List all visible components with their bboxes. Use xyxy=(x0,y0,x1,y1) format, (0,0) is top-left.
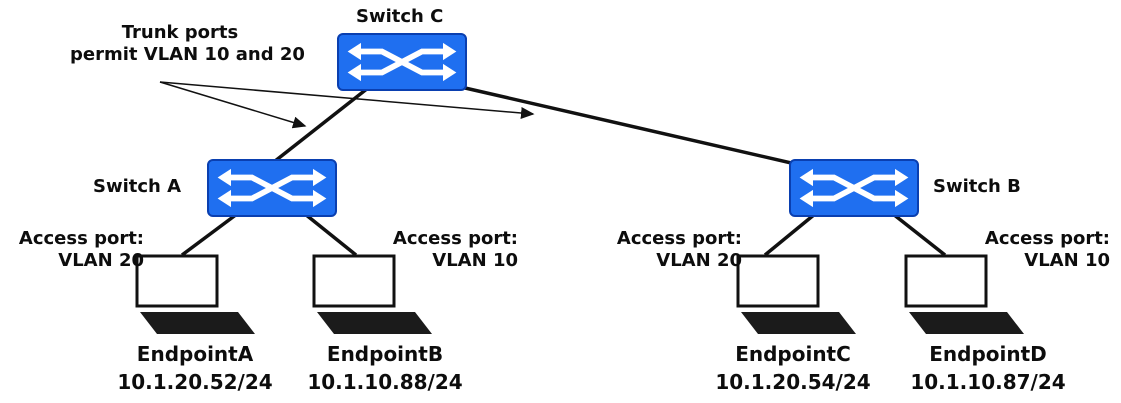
switch-a-icon xyxy=(207,159,337,217)
annotation-pointer-b xyxy=(159,81,535,119)
endpoint-c-label: EndpointC 10.1.20.54/24 xyxy=(693,343,893,393)
trunk-annotation-line1: Trunk ports xyxy=(121,22,239,43)
access-port-a-label: Access port: VLAN 20 xyxy=(14,228,144,272)
laptop-b-icon xyxy=(312,254,432,334)
access-link-a xyxy=(180,212,239,257)
access-link-b xyxy=(303,212,358,257)
endpoint-b-name: EndpointB xyxy=(326,342,444,366)
laptop-d-icon xyxy=(904,254,1024,334)
switch-b-label: Switch B xyxy=(933,176,1021,197)
annotation-pointer-a xyxy=(159,81,307,129)
switch-c-icon xyxy=(337,33,467,91)
access-port-b-line2: VLAN 10 xyxy=(432,250,518,271)
access-port-d-line1: Access port: xyxy=(984,228,1110,249)
endpoint-a-ip: 10.1.20.52/24 xyxy=(117,370,273,394)
laptop-c-icon xyxy=(736,254,856,334)
access-port-a-line1: Access port: xyxy=(18,228,144,249)
laptop-a-icon xyxy=(135,254,255,334)
access-port-d-line2: VLAN 10 xyxy=(1024,250,1110,271)
access-link-d xyxy=(891,212,947,257)
endpoint-b-ip: 10.1.10.88/24 xyxy=(307,370,463,394)
access-port-c-label: Access port: VLAN 20 xyxy=(612,228,742,272)
endpoint-d-label: EndpointD 10.1.10.87/24 xyxy=(888,343,1088,393)
access-port-b-line1: Access port: xyxy=(392,228,518,249)
access-link-c xyxy=(763,212,817,257)
endpoint-a-name: EndpointA xyxy=(136,342,254,366)
access-port-b-label: Access port: VLAN 10 xyxy=(388,228,518,272)
switch-a-label: Switch A xyxy=(93,176,182,197)
access-port-d-label: Access port: VLAN 10 xyxy=(980,228,1110,272)
switch-b-icon xyxy=(789,159,919,217)
endpoint-b-label: EndpointB 10.1.10.88/24 xyxy=(285,343,485,393)
trunk-link-c-a xyxy=(268,86,370,167)
endpoint-d-ip: 10.1.10.87/24 xyxy=(910,370,1066,394)
access-port-a-line2: VLAN 20 xyxy=(58,250,144,271)
endpoint-c-name: EndpointC xyxy=(735,342,851,366)
endpoint-d-name: EndpointD xyxy=(929,342,1047,366)
endpoint-a-label: EndpointA 10.1.20.52/24 xyxy=(95,343,295,393)
access-port-c-line2: VLAN 20 xyxy=(656,250,742,271)
access-port-c-line1: Access port: xyxy=(616,228,742,249)
trunk-link-c-b xyxy=(451,83,801,167)
endpoint-c-ip: 10.1.20.54/24 xyxy=(715,370,871,394)
trunk-annotation-line2: permit VLAN 10 and 20 xyxy=(70,44,305,65)
switch-c-label: Switch C xyxy=(356,6,444,27)
trunk-annotation: Trunk ports permit VLAN 10 and 20 xyxy=(70,22,305,66)
